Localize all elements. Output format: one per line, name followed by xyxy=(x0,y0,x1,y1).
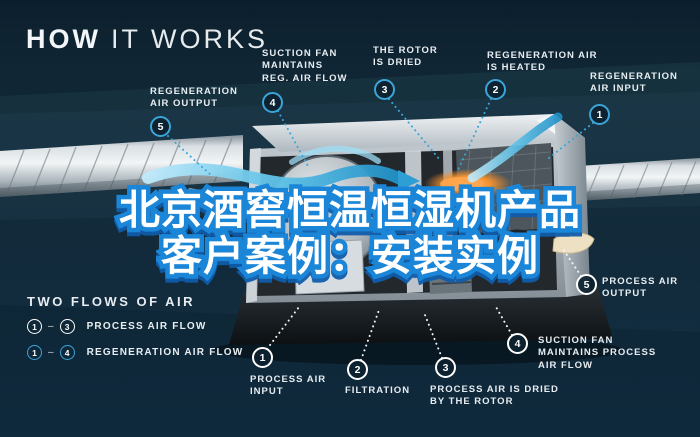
overlay-text-line1: 北京酒窖恒温恒湿机产品 北京酒窖恒温恒湿机产品 xyxy=(0,176,700,239)
callout-label: REGENERATION AIR INPUT xyxy=(590,71,678,95)
callout-badge: 1 xyxy=(252,347,273,368)
legend-label: REGENERATION AIR FLOW xyxy=(86,347,244,358)
callout-label: REGENERATION AIR OUTPUT xyxy=(150,86,238,110)
callout-label: SUCTION FAN MAINTAINS REG. AIR FLOW xyxy=(262,48,348,84)
callout-badge: 3 xyxy=(374,79,395,100)
callout-badge: 4 xyxy=(507,333,528,354)
legend-circle-start: 1 xyxy=(27,345,42,360)
legend-circle-end: 3 xyxy=(59,319,75,334)
callout-label: FILTRATION xyxy=(345,385,411,396)
legend-label: PROCESS AIR FLOW xyxy=(86,321,207,332)
callout-badge: 2 xyxy=(485,79,506,100)
legend-title: TWO FLOWS OF AIR xyxy=(27,294,196,309)
legend-dash: – xyxy=(48,321,54,332)
legend-circle-start: 1 xyxy=(27,319,42,334)
callout-label: THE ROTOR IS DRIED xyxy=(373,45,438,69)
legend-dash: – xyxy=(48,347,54,358)
legend-two-flows: TWO FLOWS OF AIR 1 – 3 PROCESS AIR FLOW … xyxy=(27,294,243,361)
callout-badge: 1 xyxy=(589,104,610,125)
callout-badge: 5 xyxy=(150,116,171,137)
page-title: HOW IT WORKS xyxy=(26,24,268,55)
title-bold: HOW xyxy=(26,24,101,54)
overlay-text-outline: 客户案例：安装实例 xyxy=(157,228,543,285)
legend-row-regeneration: 1 – 4 REGENERATION AIR FLOW xyxy=(27,344,243,361)
callout-label: PROCESS AIR INPUT xyxy=(250,374,327,398)
callout-label: PROCESS AIR IS DRIED BY THE ROTOR xyxy=(430,384,559,408)
legend-circle-end: 4 xyxy=(59,345,75,360)
right-duct xyxy=(578,158,700,201)
callout-badge: 3 xyxy=(435,357,456,378)
overlay-text-line2: 客户案例：安装实例 客户案例：安装实例 xyxy=(0,222,700,285)
callout-label: PROCESS AIR OUTPUT xyxy=(602,276,679,300)
callout-badge: 4 xyxy=(262,92,283,113)
callout-badge: 2 xyxy=(347,359,368,380)
callout-badge: 5 xyxy=(576,274,597,295)
legend-row-process: 1 – 3 PROCESS AIR FLOW xyxy=(27,318,243,335)
overlay-text-outline: 北京酒窖恒温恒湿机产品 xyxy=(115,182,585,239)
dehumidifier-unit xyxy=(213,114,623,365)
callout-label: REGENERATION AIR IS HEATED xyxy=(487,50,598,74)
title-light: IT WORKS xyxy=(110,24,268,54)
callout-label: SUCTION FAN MAINTAINS PROCESS AIR FLOW xyxy=(538,335,657,371)
drawer-panel xyxy=(294,239,365,295)
